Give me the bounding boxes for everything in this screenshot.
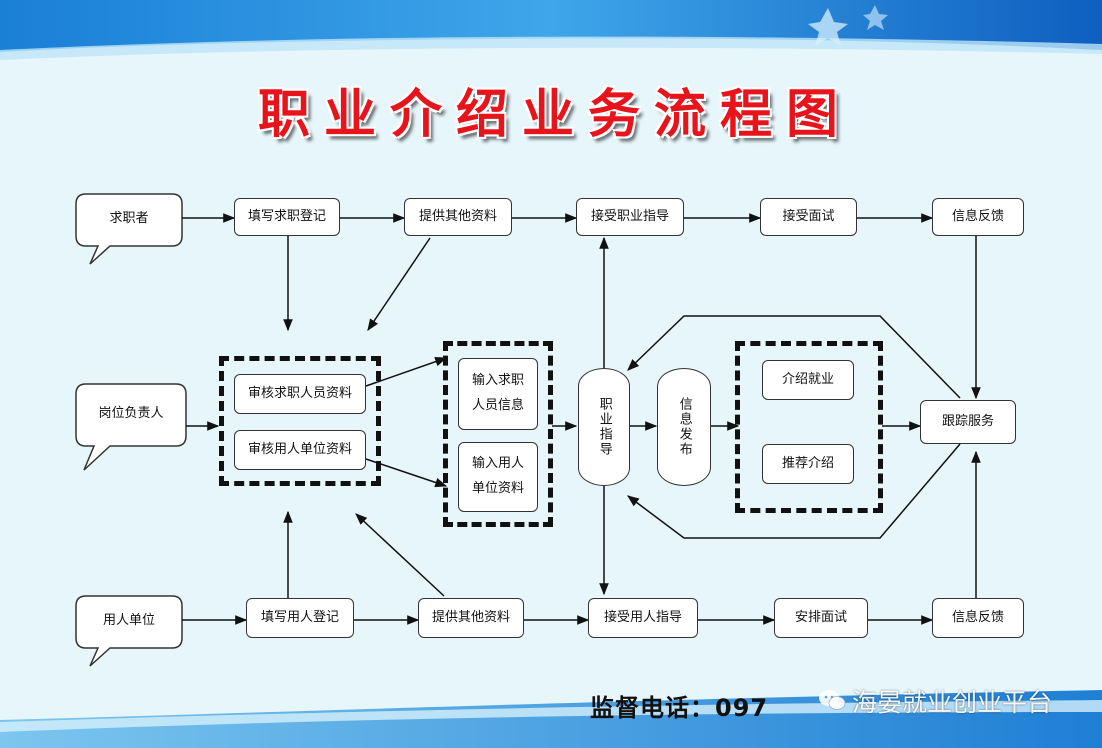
node-recommend-job: 介绍就业 <box>762 360 854 400</box>
hotline: 监督电话：097 <box>590 688 768 723</box>
watermark: 海晏就业创业平台 <box>852 688 1053 717</box>
recommend-group <box>735 341 883 513</box>
node-accept-interview: 接受面试 <box>760 198 857 236</box>
hotline-label: 监督电话： <box>590 694 715 722</box>
star-icon <box>808 8 848 46</box>
node-feedback-top: 信息反馈 <box>932 198 1024 236</box>
arrow-connector <box>355 513 445 597</box>
node-review-employer: 审核用人单位资料 <box>234 430 366 470</box>
node-provide-info-bottom: 提供其他资料 <box>418 598 524 638</box>
hotline-number: 097 <box>715 694 769 722</box>
node-employer: 用人单位 <box>102 613 155 628</box>
review-group <box>219 356 381 486</box>
wechat-icon <box>819 690 846 710</box>
node-recommend-intro: 推荐介绍 <box>762 444 854 484</box>
speech-bubble-post-owner <box>75 383 187 471</box>
career-guidance-label: 职业指导 <box>596 397 612 457</box>
node-post-owner: 岗位负责人 <box>98 406 164 421</box>
node-tracking-service: 跟踪服务 <box>920 400 1016 444</box>
node-arrange-interview: 安排面试 <box>774 598 868 638</box>
header-band <box>0 0 1102 60</box>
speech-bubble-employer <box>75 595 183 667</box>
node-info-release: 信息发布 <box>657 368 711 486</box>
node-accept-career-guidance: 接受职业指导 <box>576 198 684 236</box>
node-feedback-bottom: 信息反馈 <box>932 598 1024 638</box>
star-icon <box>863 5 888 30</box>
node-fill-job-registration: 填写求职登记 <box>234 198 340 236</box>
node-input-employer: 输入用人单位资料 <box>458 442 538 512</box>
speech-bubble-seeker <box>75 193 183 265</box>
node-seeker: 求职者 <box>109 211 149 226</box>
node-provide-info-top: 提供其他资料 <box>404 198 512 236</box>
node-input-seeker: 输入求职人员信息 <box>458 358 538 430</box>
feedback-loop-bottom <box>627 443 961 539</box>
page-title: 职业介绍业务流程图 <box>257 85 852 145</box>
info-release-label: 信息发布 <box>676 397 692 457</box>
arrow-connector <box>367 237 431 331</box>
node-review-seeker: 审核求职人员资料 <box>234 374 366 414</box>
node-career-guidance: 职业指导 <box>578 368 630 486</box>
node-fill-employer-registration: 填写用人登记 <box>246 598 354 638</box>
node-accept-employer-guidance: 接受用人指导 <box>588 598 698 638</box>
input-group <box>443 341 553 527</box>
feedback-loop-top <box>627 315 961 399</box>
connectors <box>182 213 981 625</box>
